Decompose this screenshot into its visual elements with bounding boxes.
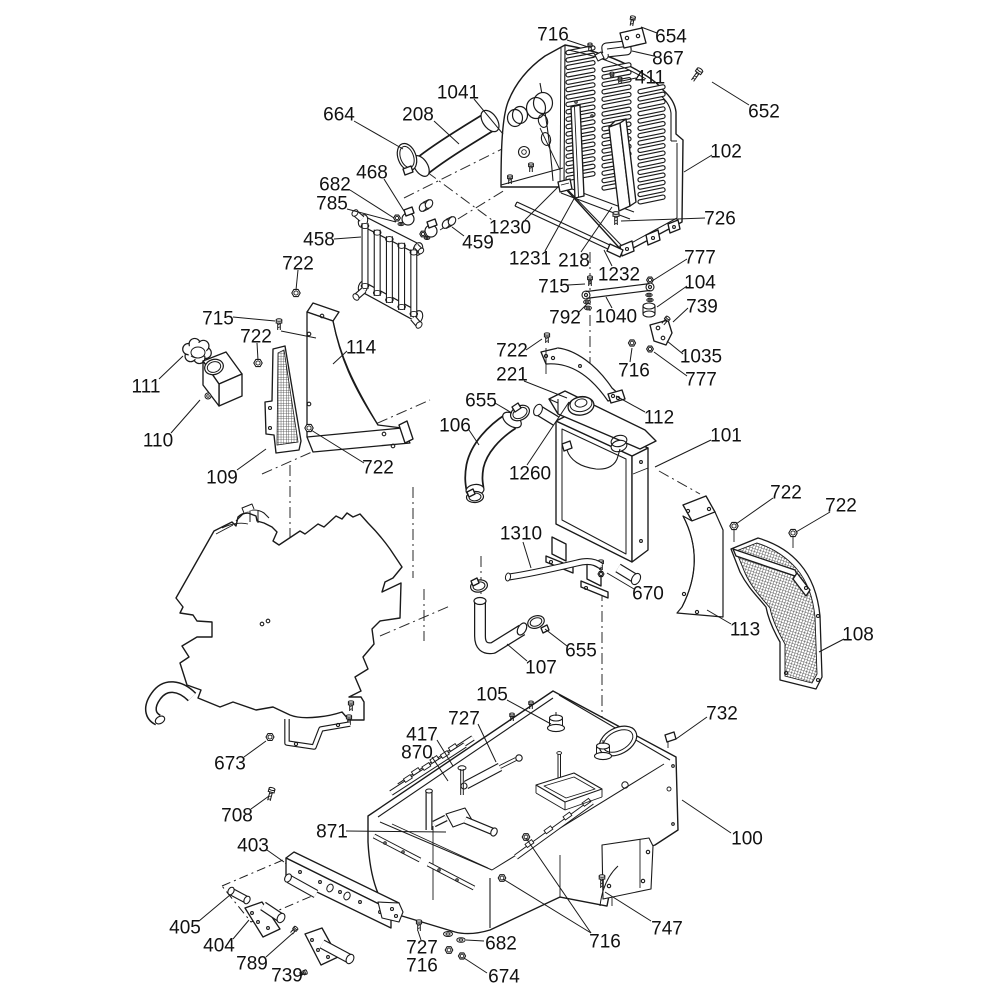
- svg-text:1041: 1041: [437, 83, 479, 104]
- svg-text:459: 459: [462, 233, 494, 254]
- svg-text:716: 716: [406, 956, 438, 977]
- svg-text:715: 715: [538, 277, 570, 298]
- svg-text:652: 652: [748, 102, 780, 123]
- svg-text:739: 739: [686, 297, 718, 318]
- svg-text:777: 777: [685, 370, 717, 391]
- svg-text:403: 403: [237, 836, 269, 857]
- svg-text:716: 716: [537, 25, 569, 46]
- svg-text:1231: 1231: [509, 249, 551, 270]
- svg-text:655: 655: [565, 641, 597, 662]
- svg-text:101: 101: [710, 426, 742, 447]
- svg-text:105: 105: [476, 685, 508, 706]
- svg-text:867: 867: [652, 49, 684, 70]
- svg-text:673: 673: [214, 754, 246, 775]
- svg-text:109: 109: [206, 468, 238, 489]
- svg-text:739: 739: [271, 966, 303, 987]
- svg-text:1040: 1040: [595, 307, 637, 328]
- svg-text:110: 110: [143, 431, 173, 452]
- svg-text:722: 722: [770, 483, 802, 504]
- svg-text:1310: 1310: [500, 524, 542, 545]
- svg-text:1260: 1260: [509, 464, 551, 485]
- svg-text:747: 747: [651, 919, 683, 940]
- svg-text:722: 722: [825, 496, 857, 517]
- svg-text:716: 716: [589, 932, 621, 953]
- svg-text:468: 468: [356, 163, 388, 184]
- svg-text:722: 722: [362, 458, 394, 479]
- svg-text:708: 708: [221, 806, 253, 827]
- svg-text:108: 108: [842, 625, 874, 646]
- svg-text:417: 417: [406, 725, 438, 746]
- svg-text:411: 411: [635, 68, 665, 89]
- svg-text:1230: 1230: [489, 218, 531, 239]
- svg-text:727: 727: [406, 938, 438, 959]
- svg-text:792: 792: [549, 308, 581, 329]
- svg-text:870: 870: [401, 743, 433, 764]
- svg-text:722: 722: [282, 254, 314, 275]
- svg-text:1035: 1035: [680, 347, 722, 368]
- svg-text:655: 655: [465, 391, 497, 412]
- svg-text:114: 114: [346, 338, 377, 359]
- svg-text:111: 111: [132, 377, 161, 398]
- svg-text:221: 221: [496, 365, 528, 386]
- svg-text:789: 789: [236, 954, 268, 975]
- svg-text:1232: 1232: [598, 265, 640, 286]
- svg-text:682: 682: [319, 175, 351, 196]
- svg-text:404: 404: [203, 936, 235, 957]
- svg-text:674: 674: [488, 967, 520, 988]
- svg-text:104: 104: [684, 273, 716, 294]
- svg-text:722: 722: [496, 341, 528, 362]
- svg-text:722: 722: [240, 327, 272, 348]
- svg-text:106: 106: [439, 416, 471, 437]
- svg-text:100: 100: [731, 829, 763, 850]
- svg-text:726: 726: [704, 209, 736, 230]
- svg-text:664: 664: [323, 105, 355, 126]
- svg-text:107: 107: [525, 658, 557, 679]
- svg-text:732: 732: [706, 704, 738, 725]
- svg-text:208: 208: [402, 105, 434, 126]
- svg-text:871: 871: [316, 822, 348, 843]
- svg-text:102: 102: [710, 142, 742, 163]
- svg-text:727: 727: [448, 709, 480, 730]
- svg-text:654: 654: [655, 27, 687, 48]
- svg-text:405: 405: [169, 918, 201, 939]
- svg-text:777: 777: [684, 248, 716, 269]
- svg-text:785: 785: [316, 194, 348, 215]
- svg-text:218: 218: [558, 251, 590, 272]
- svg-text:458: 458: [303, 230, 335, 251]
- svg-text:112: 112: [644, 408, 674, 429]
- svg-text:715: 715: [202, 309, 234, 330]
- svg-text:670: 670: [632, 584, 664, 605]
- svg-text:716: 716: [618, 361, 650, 382]
- svg-text:113: 113: [730, 620, 760, 641]
- svg-text:682: 682: [485, 934, 517, 955]
